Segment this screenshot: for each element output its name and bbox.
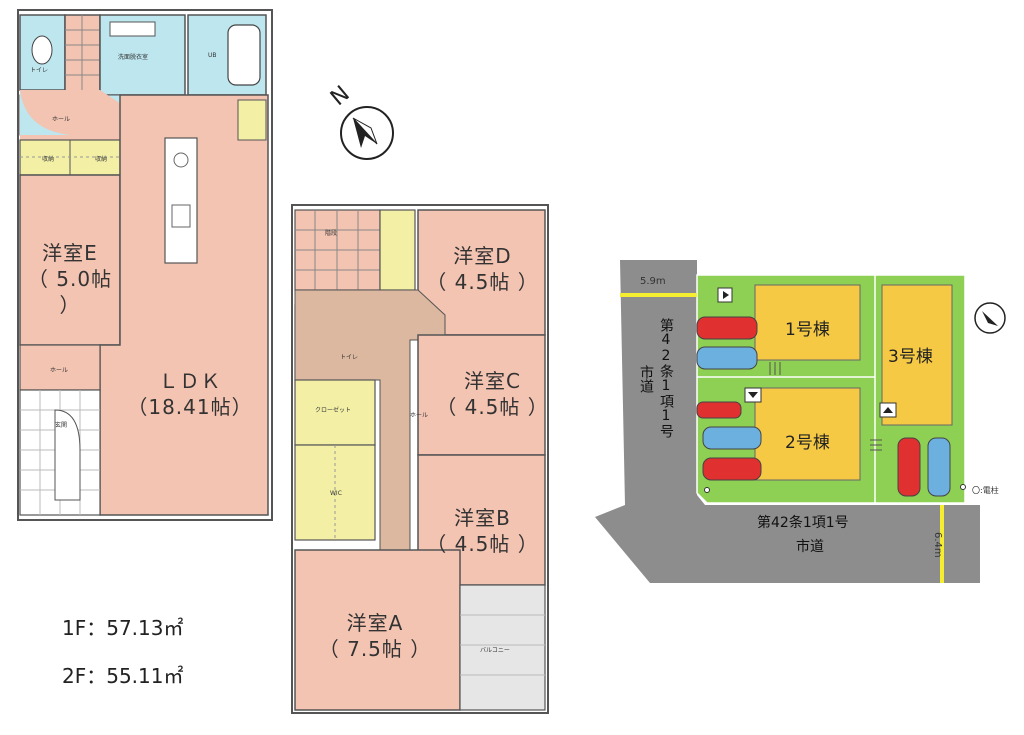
floor1-area: 1F：57.13㎡	[62, 616, 184, 640]
lot-3-label: 3号棟	[888, 347, 933, 367]
room-youshitsu-b: 洋室B （ 4.5帖 ）	[426, 506, 539, 556]
width-right-label: 6.4m	[932, 532, 943, 558]
floor2-plan	[291, 204, 549, 714]
width-top-label: 5.9m	[640, 276, 666, 287]
north-compass-icon: N	[326, 81, 394, 160]
f2-hall-label: ホール	[410, 412, 429, 419]
svg-text:N: N	[326, 81, 355, 111]
f1-storage1-label: 収納	[42, 156, 55, 163]
site-north-icon	[974, 302, 1006, 334]
f2-stairs-label: 階段	[325, 230, 338, 237]
lot-2-shape	[754, 387, 861, 481]
floor2-area: 2F：55.11㎡	[62, 664, 184, 688]
room-youshitsu-d: 洋室D （ 4.5帖 ）	[426, 244, 539, 294]
road-left-suffix: 市道	[638, 365, 654, 393]
f1-hall-mid-label: ホール	[50, 367, 69, 374]
lot-1-shape	[754, 284, 861, 361]
room-ldk: ＬＤＫ （18.41帖）	[127, 369, 253, 419]
road-bottom-label-2: 市道	[796, 539, 824, 555]
f2-closet1-label: クローゼット	[315, 407, 352, 414]
lot-1-label: 1号棟	[785, 320, 830, 340]
f2-toilet-label: トイレ	[340, 354, 359, 361]
f1-toilet-label: トイレ	[30, 67, 49, 74]
lot-2-label: 2号棟	[785, 433, 830, 453]
f1-bath-label: UB	[208, 52, 217, 59]
room-youshitsu-a: 洋室A （ 7.5帖 ）	[318, 611, 432, 661]
room-youshitsu-c: 洋室C （ 4.5帖 ）	[436, 369, 549, 419]
f1-washroom-label: 洗面脱衣室	[118, 54, 149, 61]
legend-pole: 〇:電柱	[972, 486, 999, 495]
parking-cars	[696, 316, 951, 497]
road-bottom-label-1: 第42条1項1号	[757, 515, 849, 531]
f1-hall-top-label: ホール	[52, 116, 71, 123]
lot-3-shape	[881, 284, 953, 426]
f1-storage2-label: 収納	[95, 156, 108, 163]
f1-entrance-label: 玄関	[55, 422, 68, 429]
f2-closet2-label: WIC	[330, 490, 342, 497]
f2-balcony-label: バルコニー	[480, 647, 510, 654]
road-left-label: 第42条1項1号	[658, 318, 674, 438]
site-plan	[595, 260, 980, 583]
room-youshitsu-e: 洋室E （ 5.0帖 ）	[27, 241, 113, 317]
floor1-plan	[17, 9, 273, 521]
